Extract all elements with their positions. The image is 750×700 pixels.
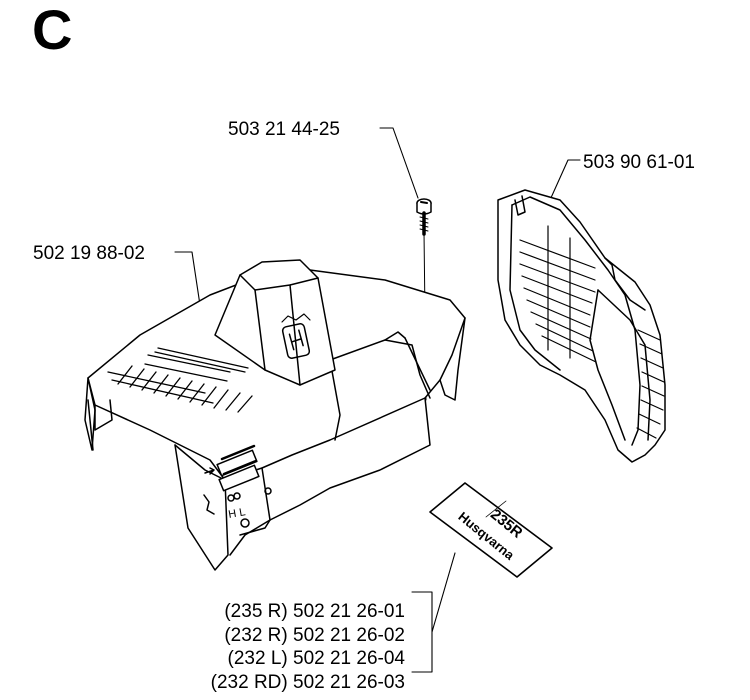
decal-variant-row[interactable]: (235 R) 502 21 26-01 [224,601,405,622]
husqvarna-logo-emblem [281,313,311,359]
screw-part-number[interactable]: 503 21 44-25 [228,119,340,140]
air-filter-cover-part-number[interactable]: 503 90 61-01 [583,152,695,173]
decal-variant-row[interactable]: (232 RD) 502 21 26-03 [210,671,405,693]
leader-decal-bracket [411,591,433,673]
decal-lettering: 235R Husqvarna [455,506,526,563]
screw-insertion-line [423,231,427,401]
decal-variant-row[interactable]: (232 L) 502 21 26-04 [227,648,405,669]
leader-screw [379,127,419,199]
decal-brand-text: Husqvarna [455,509,517,563]
leader-lines [174,127,581,673]
section-letter: C [32,0,73,61]
cover-vent-slots [107,347,253,413]
screw-part[interactable] [416,198,432,236]
decal-model-text: 235R [487,506,526,542]
choke-symbols-label: H L [227,506,246,521]
filter-grille-slats [519,225,665,439]
leader-filter-cover [549,159,581,201]
cylinder-cover-part[interactable] [84,259,466,571]
decal-variant-list: (235 R) 502 21 26-01 (232 R) 502 21 26-0… [130,600,405,694]
air-filter-cover-part[interactable] [497,189,666,463]
decal-variant-row[interactable]: (232 R) 502 21 26-02 [224,624,405,646]
decal-part[interactable] [429,482,553,578]
leader-decal [431,552,456,633]
choke-control-area [203,444,272,536]
leader-cylinder-cover [174,251,201,306]
cylinder-cover-part-number[interactable]: 502 19 88-02 [33,243,145,264]
